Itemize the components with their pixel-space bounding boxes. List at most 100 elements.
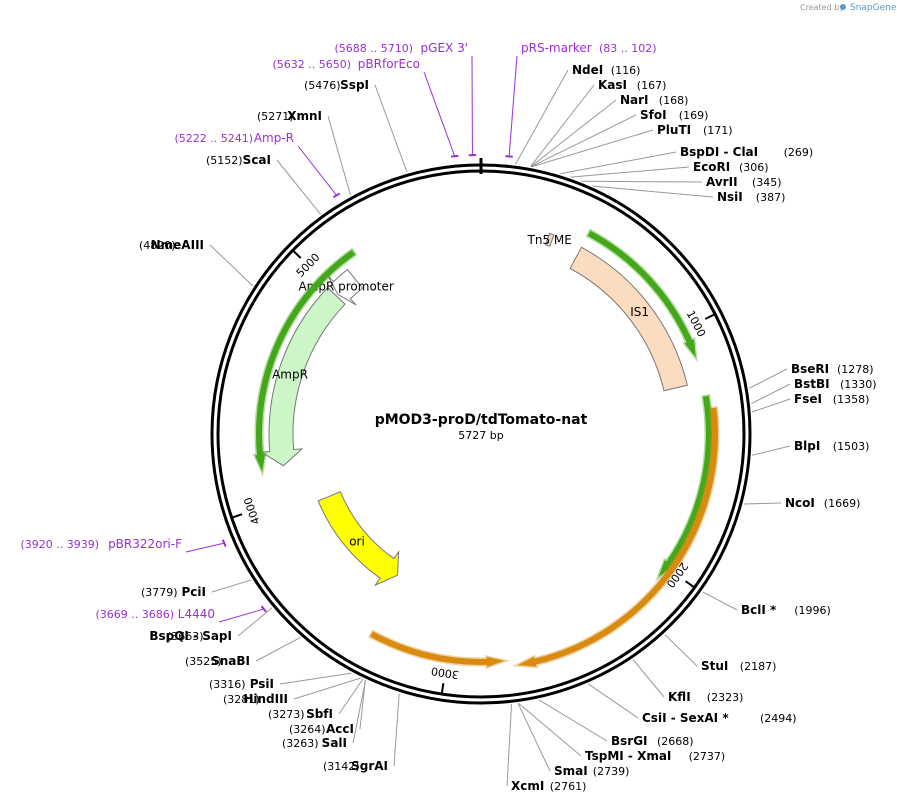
primer-leader-line [218,608,264,623]
site-sgrai[interactable]: (3142)SgrAI [323,759,388,773]
brand-prefix: Created by [800,3,844,12]
site-bspdi[interactable]: BspDI - ClaI(269) [680,145,813,159]
orf-arrow [655,393,714,582]
site-leader-line [393,693,400,767]
site-name: XmnI [287,109,322,123]
site-xmni[interactable]: (5271)XmnI [257,109,322,123]
site-pcii[interactable]: (3779)PciI [141,585,206,599]
site-position: (171) [703,124,733,137]
site-avrii[interactable]: AvrII(345) [706,175,782,189]
feature-label: Tn5 ME [527,233,572,247]
feature-tn5-me[interactable] [545,232,555,247]
brand-name: SnapGene [850,3,897,13]
site-ncoi[interactable]: NcoI(1669) [785,496,860,510]
site-position: (2494) [760,712,797,725]
feature-is1[interactable] [569,246,688,392]
site-sbfi[interactable]: (3273)SbfI [268,707,333,721]
primer-leader-line [423,71,456,157]
site-tspmi[interactable]: TspMI - XmaI(2737) [585,749,725,763]
primer-pbr322orif[interactable]: pBR322ori-F(3920 .. 3939) [20,537,182,551]
feature-label: ori [349,534,365,548]
site-leader-line [752,445,791,456]
site-leader-line [374,84,408,173]
primer-name: L4440 [178,607,215,621]
site-ndei[interactable]: NdeI (116) [572,63,640,77]
primer-pgex3[interactable]: pGEX 3'(5688 .. 5710) [334,41,468,55]
site-psii[interactable]: (3316)PsiI [209,677,274,691]
site-position: (3316) [209,678,246,691]
site-scai[interactable]: (5152)ScaI [206,153,271,167]
site-position: (2739) [593,765,630,778]
orf-arrow [252,247,358,477]
site-snabi[interactable]: (3525)SnaBI [185,654,250,668]
site-name: AccI [326,722,354,736]
site-name: NcoI [785,496,815,510]
site-blpi[interactable]: BlpI(1503) [794,439,869,453]
site-position: (3263) [282,737,319,750]
site-name: KflI [668,690,691,704]
site-bseri[interactable]: BseRI(1278) [791,362,874,376]
site-ecori[interactable]: EcoRI(306) [693,160,769,174]
site-name: StuI [701,659,728,673]
site-leader-line [515,69,569,165]
site-bstbi[interactable]: BstBI(1330) [794,377,877,391]
site-sspi[interactable]: (5476)SspI [304,78,369,92]
site-leader-line [517,703,551,772]
site-nari[interactable]: NarI(168) [620,93,688,107]
primer-position: (5222 .. 5241) [174,132,253,145]
site-position: (2323) [707,691,744,704]
site-acci[interactable]: (3264)AccI [289,722,354,736]
plasmid-name: pMOD3-proD/tdTomato-nat [375,412,588,428]
site-leader-line [209,244,254,287]
primer-l4440[interactable]: L4440(3669 .. 3686) [95,607,215,621]
site-kfli[interactable]: KflI (2323) [668,690,743,704]
orf-arrow [512,405,720,669]
site-hindiii[interactable]: (3281)HindIII [223,692,288,706]
tick-mark [292,250,302,259]
site-position: (3142) [323,760,360,773]
site-nsii[interactable]: NsiI(387) [717,190,785,204]
site-name: CsiI - SexAI * [642,711,729,725]
site-position: (3525) [185,655,222,668]
primer-mark [260,605,267,613]
site-bspqi[interactable]: (3663)BspQI - SapI [149,629,232,643]
site-leader-line [530,84,595,167]
site-stui[interactable]: StuI(2187) [701,659,776,673]
primer-prsmarker[interactable]: pRS-marker(83 .. 102) [521,41,657,55]
site-csii[interactable]: CsiI - SexAI * (2494) [642,711,797,725]
site-position: (116) [611,64,641,77]
site-leader-line [751,398,791,413]
site-pluti[interactable]: PluTI (171) [657,123,733,137]
feature-ampr-promoter[interactable] [327,268,364,306]
feature-ampr[interactable] [259,286,346,467]
feature-label: AmpR [272,368,308,382]
site-name: HindIII [243,692,288,706]
site-name: PluTI [657,123,691,137]
site-bcli[interactable]: BclI *(1996) [741,603,831,617]
site-sfoi[interactable]: SfoI(169) [640,108,708,122]
site-name: PciI [182,585,207,599]
site-smai[interactable]: SmaI(2739) [554,764,629,778]
site-fsei[interactable]: FseI(1358) [794,392,869,406]
feature-ori[interactable] [317,491,400,587]
site-position: (168) [659,94,689,107]
primer-pbrforeco[interactable]: pBRforEco(5632 .. 5650) [272,57,420,71]
site-nmeaiii[interactable]: (4820)NmeAIII [139,238,204,252]
site-name: BsrGI [611,734,648,748]
site-kasi[interactable]: KasI(167) [598,78,666,92]
site-name: SnaBI [211,654,250,668]
site-name: NdeI [572,63,603,77]
site-leader-line [748,368,788,389]
site-xcmi[interactable]: XcmI(2761) [511,779,586,793]
site-bsrgi[interactable]: BsrGI(2668) [611,734,694,748]
site-position: (1278) [837,363,874,376]
site-leader-line [581,180,703,183]
site-name: SbfI [306,707,333,721]
site-name: EcoRI [693,160,730,174]
site-leader-line [327,115,352,196]
primer-name: pGEX 3' [421,41,468,55]
site-sali[interactable]: (3263)SalI [282,736,347,750]
primer-mark [221,539,227,547]
site-position: (5476) [304,79,341,92]
primer-ampr[interactable]: Amp-R(5222 .. 5241) [174,131,294,145]
